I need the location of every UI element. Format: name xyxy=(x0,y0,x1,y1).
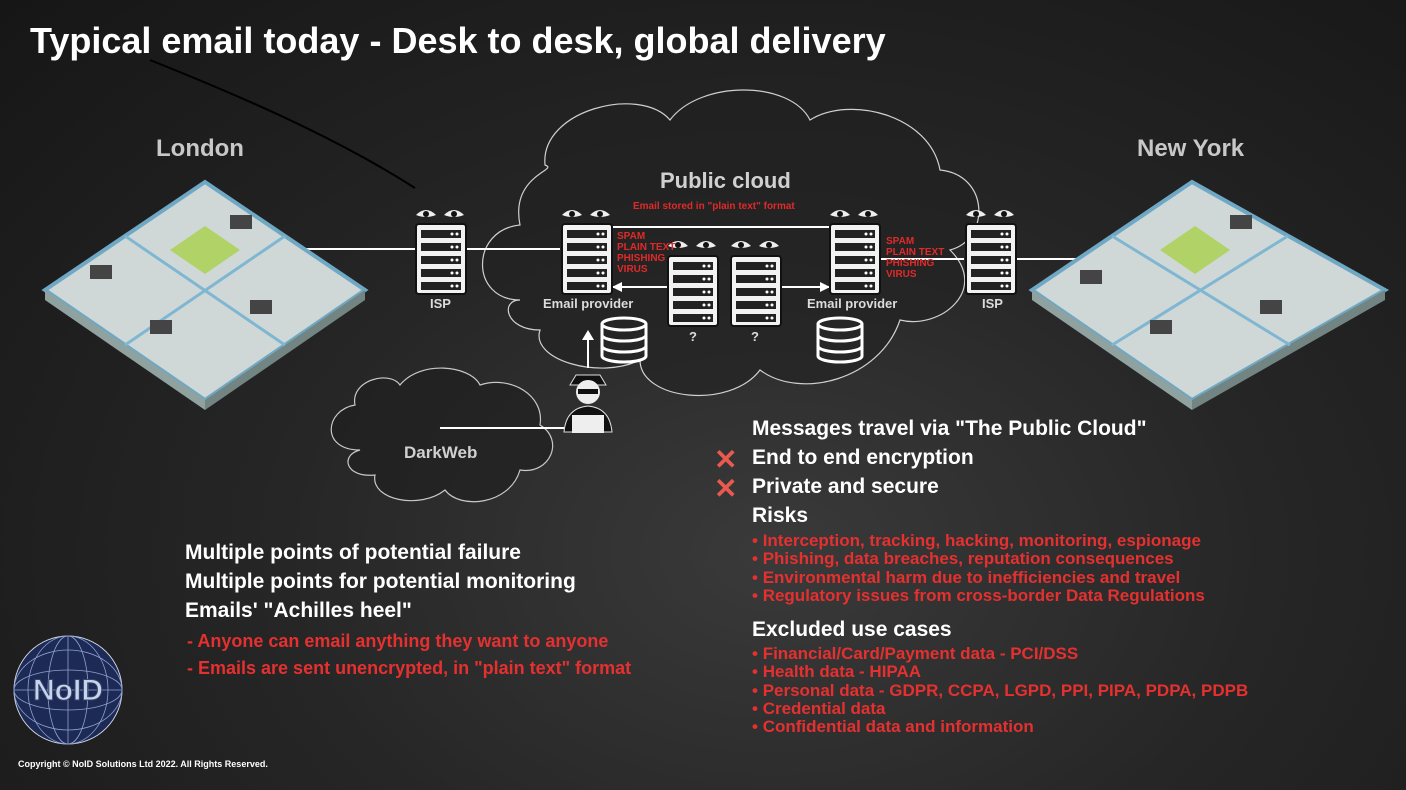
public-cloud-heading: Messages travel via "The Public Cloud" xyxy=(752,417,1147,440)
london-label: London xyxy=(156,135,244,162)
negative-item: End to end encryption xyxy=(752,446,974,469)
decorative-pen-stroke xyxy=(149,59,416,189)
threat-item: PLAIN TEXT xyxy=(886,247,945,258)
cross-icon: ✕ xyxy=(714,444,738,475)
excluded-heading: Excluded use cases xyxy=(752,618,952,641)
threat-list-left: SPAM PLAIN TEXT PHISHING VIRUS xyxy=(617,231,675,275)
isp-server-icon xyxy=(415,223,467,295)
london-office-illustration xyxy=(41,179,369,410)
issue-item: - Emails are sent unencrypted, in "plain… xyxy=(187,658,632,678)
risk-item: Interception, tracking, hacking, monitor… xyxy=(752,531,1205,550)
excluded-item: Confidential data and information xyxy=(752,717,1248,736)
unknown-server-2-label: ? xyxy=(751,329,759,344)
excluded-item: Health data - HIPAA xyxy=(752,662,1248,681)
cross-icon: ✕ xyxy=(714,473,738,504)
eyes-icon xyxy=(966,210,1014,217)
achilles-heel-text: Emails' "Achilles heel" xyxy=(185,599,412,622)
threat-item: PLAIN TEXT xyxy=(617,242,676,253)
excluded-list: Financial/Card/Payment data - PCI/DSS He… xyxy=(752,644,1249,736)
copyright-notice: Copyright © NoID Solutions Ltd 2022. All… xyxy=(18,759,268,769)
newyork-office-illustration xyxy=(1028,179,1390,410)
isp-server-icon xyxy=(965,223,1017,295)
email-provider-left-label: Email provider xyxy=(543,296,634,311)
excluded-item: Financial/Card/Payment data - PCI/DSS xyxy=(752,644,1248,663)
isp-left-label: ISP xyxy=(430,296,451,311)
isp-right-label: ISP xyxy=(982,296,1003,311)
email-provider-server-icon xyxy=(829,223,881,295)
threat-item: PHISHING xyxy=(886,258,935,269)
public-cloud-label: Public cloud xyxy=(660,168,791,193)
threat-item: SPAM xyxy=(617,231,646,242)
unknown-server-icon xyxy=(667,255,719,327)
issue-item: - Anyone can email anything they want to… xyxy=(187,631,609,651)
risk-item: Phishing, data breaches, reputation cons… xyxy=(752,549,1205,568)
negative-item: Private and secure xyxy=(752,475,939,498)
email-provider-server-icon xyxy=(561,223,613,295)
monitoring-points-text: Multiple points for potential monitoring xyxy=(185,570,576,593)
darkweb-cloud-shape xyxy=(330,367,553,503)
noid-logo-text: NoID xyxy=(33,674,103,707)
failure-points-text: Multiple points of potential failure xyxy=(185,541,521,564)
threat-item: VIRUS xyxy=(617,264,648,275)
threat-item: VIRUS xyxy=(886,269,917,280)
unknown-server-icon xyxy=(730,255,782,327)
email-provider-right-label: Email provider xyxy=(807,296,898,311)
threat-item: SPAM xyxy=(886,236,915,247)
noid-logo: NoID xyxy=(13,635,123,745)
risks-heading: Risks xyxy=(752,504,809,527)
risks-list: Interception, tracking, hacking, monitor… xyxy=(752,531,1205,605)
hacker-icon xyxy=(563,374,613,433)
threat-list-right: SPAM PLAIN TEXT PHISHING VIRUS xyxy=(886,236,944,280)
eyes-icon xyxy=(416,210,464,217)
cloud-storage-note: Email stored in "plain text" format xyxy=(633,201,795,212)
unknown-server-1-label: ? xyxy=(689,329,697,344)
threat-item: PHISHING xyxy=(617,253,666,264)
risk-item: Regulatory issues from cross-border Data… xyxy=(752,586,1205,605)
risk-item: Environmental harm due to inefficiencies… xyxy=(752,568,1205,587)
darkweb-label: DarkWeb xyxy=(404,443,478,462)
excluded-item: Credential data xyxy=(752,699,1248,718)
excluded-item: Personal data - GDPR, CCPA, LGPD, PPI, P… xyxy=(752,681,1249,700)
page-title: Typical email today - Desk to desk, glob… xyxy=(30,20,886,61)
newyork-label: New York xyxy=(1137,135,1245,162)
